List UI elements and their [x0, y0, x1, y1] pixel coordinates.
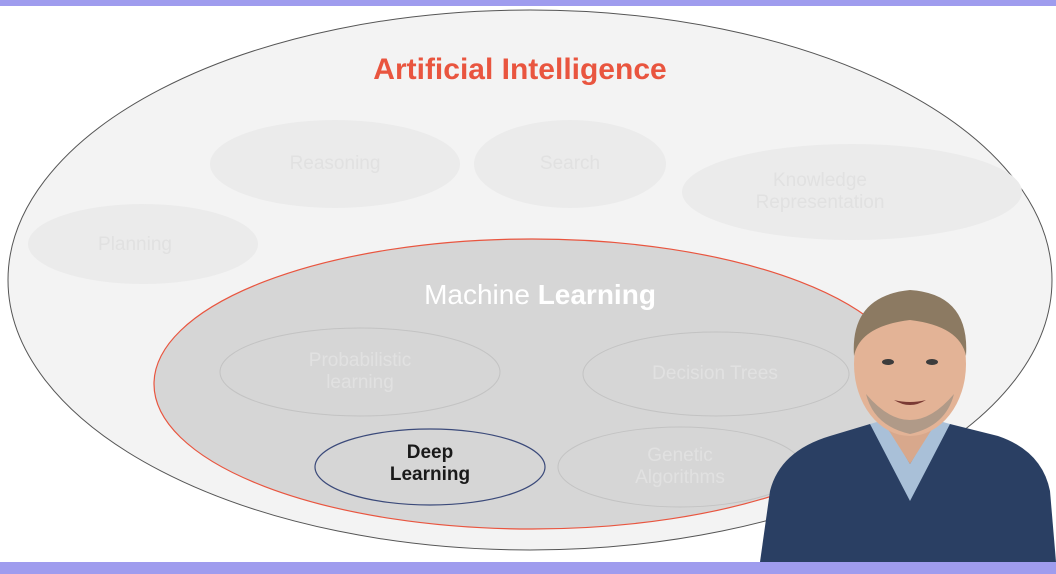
probabilistic-label-line1: Probabilistic	[308, 350, 412, 371]
knowledge-bubble	[682, 144, 1022, 240]
reasoning-bubble	[210, 120, 460, 208]
presenter-mouth	[894, 400, 926, 405]
decision-trees-bubble	[582, 331, 850, 417]
reasoning-label: Reasoning	[289, 153, 381, 174]
knowledge-label: Knowledge Representation	[700, 170, 940, 215]
presenter-left-eye	[882, 359, 894, 365]
genetic-label-line2: Algorithms	[635, 467, 725, 489]
deep-learning-label-line1: Deep	[406, 442, 454, 463]
presenter-right-eye	[926, 359, 938, 365]
decision-trees-label: Decision Trees	[652, 363, 778, 384]
ml-title-part2: Learning	[537, 279, 656, 310]
presenter-collar	[870, 420, 950, 501]
ml-title: Machine Learning	[330, 278, 750, 311]
genetic-label-line1: Genetic	[647, 445, 713, 466]
deep-learning-label-line2: Learning	[389, 464, 471, 486]
knowledge-label-line1: Knowledge	[772, 170, 868, 191]
presenter-beard	[866, 394, 954, 434]
presenter-hair	[853, 290, 967, 356]
genetic-label: Genetic Algorithms	[580, 445, 780, 490]
search-label: Search	[539, 153, 601, 174]
presenter-head	[854, 292, 966, 436]
deep-learning-bubble	[314, 428, 546, 506]
presenter-image	[760, 290, 1056, 562]
ml-title-part1: Machine	[424, 279, 538, 310]
probabilistic-bubble	[219, 327, 501, 417]
search-bubble	[474, 120, 666, 208]
bottom-accent-bar	[0, 562, 1056, 574]
ai-title: Artificial Intelligence	[373, 53, 667, 86]
planning-bubble	[28, 204, 258, 284]
top-accent-bar	[0, 0, 1056, 6]
probabilistic-label: Probabilistic learning	[260, 350, 460, 395]
knowledge-label-line2: Representation	[755, 192, 885, 214]
probabilistic-label-line2: learning	[326, 372, 394, 394]
deep-learning-label: Deep Learning	[340, 442, 520, 487]
planning-label: Planning	[98, 234, 172, 255]
